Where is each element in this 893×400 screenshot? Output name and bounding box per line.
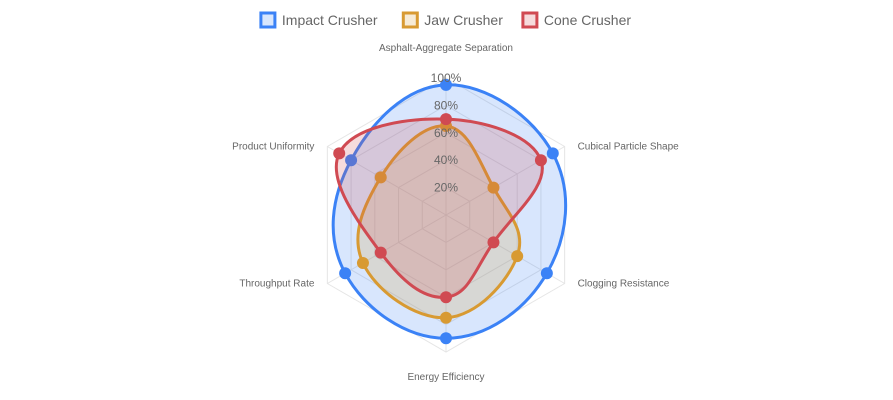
data-point[interactable]: [487, 181, 500, 194]
data-point[interactable]: [440, 78, 452, 91]
tick-labels: 20% 40% 60% 80% 100%: [431, 71, 462, 195]
tick-label: 60%: [434, 126, 458, 140]
tick-label: 20%: [434, 181, 458, 195]
legend-item[interactable]: Jaw Crusher: [401, 11, 503, 29]
axis-label: Clogging Resistance: [578, 279, 670, 290]
legend-swatch: [259, 11, 277, 29]
data-point[interactable]: [546, 147, 559, 160]
axis-label: Cubical Particle Shape: [578, 142, 680, 153]
legend-swatch: [521, 11, 539, 29]
data-point[interactable]: [440, 332, 452, 345]
data-point[interactable]: [440, 311, 452, 324]
legend-item[interactable]: Cone Crusher: [521, 11, 631, 29]
data-point[interactable]: [374, 246, 387, 259]
data-point[interactable]: [511, 250, 524, 263]
legend-swatch: [401, 11, 419, 29]
data-point[interactable]: [487, 236, 500, 249]
axis-label: Asphalt-Aggregate Separation: [379, 43, 513, 54]
data-point[interactable]: [440, 113, 452, 126]
series-cone-crusher: [333, 113, 547, 304]
series-layer: [331, 78, 568, 345]
axis-label: Product Uniformity: [232, 142, 314, 153]
legend-item[interactable]: Impact Crusher: [259, 11, 378, 29]
legend-label: Impact Crusher: [282, 12, 378, 28]
tick-label: 40%: [434, 153, 458, 167]
axis-label: Energy Efficiency: [407, 372, 484, 383]
axis-label: Throughput Rate: [239, 279, 314, 290]
data-point[interactable]: [339, 267, 352, 280]
data-point[interactable]: [440, 291, 452, 304]
legend-label: Cone Crusher: [544, 12, 631, 28]
data-point[interactable]: [356, 256, 369, 269]
legend-label: Jaw Crusher: [424, 12, 503, 28]
data-point[interactable]: [540, 267, 553, 280]
tick-label: 80%: [434, 98, 458, 112]
series-jaw-crusher: [356, 119, 524, 324]
data-point[interactable]: [534, 154, 547, 167]
legend: Impact Crusher Jaw Crusher Cone Crusher: [259, 11, 631, 29]
tick-label: 100%: [431, 71, 462, 85]
data-point[interactable]: [374, 171, 387, 184]
data-point[interactable]: [333, 147, 346, 160]
data-point[interactable]: [345, 154, 358, 167]
